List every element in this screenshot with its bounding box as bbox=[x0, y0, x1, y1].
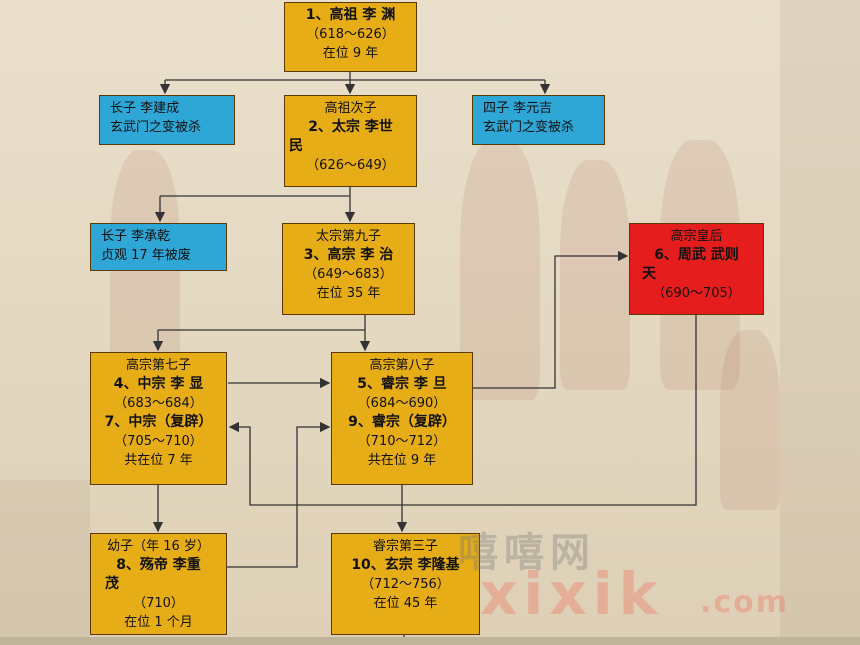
connector-line bbox=[227, 421, 331, 568]
node-relation: 太宗第九子 bbox=[315, 229, 381, 244]
node-yuanji: 四子 李元吉 玄武门之变被杀 bbox=[472, 95, 605, 145]
node-title: 1、高祖 李 渊 bbox=[305, 7, 396, 23]
watermark-cn: 嘻嘻网 bbox=[458, 530, 596, 576]
node-period: （712～756） bbox=[361, 577, 450, 592]
node-reign: 共在位 7 年 bbox=[124, 453, 193, 468]
node-reign: 在位 45 年 bbox=[373, 596, 438, 611]
node-period: （690～705） bbox=[652, 286, 741, 301]
node-period: （684～690） bbox=[357, 396, 447, 411]
node-title: 5、睿宗 李 旦 bbox=[357, 376, 447, 392]
node-title: 6、周武 武则 bbox=[654, 247, 739, 263]
node-title: 2、太宗 李世 bbox=[308, 119, 393, 135]
node-period: （710） bbox=[133, 596, 184, 611]
node-taizong: 高祖次子 2、太宗 李世 民 （626～649） bbox=[284, 95, 417, 187]
node-jiancheng: 长子 李建成 玄武门之变被杀 bbox=[99, 95, 235, 145]
node-relation: 幼子（年 16 岁） bbox=[107, 539, 210, 554]
node-reign: 在位 9 年 bbox=[322, 46, 379, 61]
bg-stripe bbox=[0, 480, 90, 640]
node-title: 10、玄宗 李隆基 bbox=[351, 557, 460, 573]
node-title: 3、高宗 李 治 bbox=[303, 247, 394, 263]
node-title-cont: 茂 bbox=[105, 576, 119, 592]
bg-figure bbox=[560, 160, 630, 390]
node-title: 8、殇帝 李重 bbox=[116, 557, 201, 573]
node-title-cont: 民 bbox=[289, 138, 303, 154]
node-gaozong: 太宗第九子 3、高宗 李 治 （649～683） 在位 35 年 bbox=[282, 223, 415, 315]
node-reign: 在位 1 个月 bbox=[124, 615, 193, 630]
node-relation: 高宗第八子 bbox=[369, 358, 435, 373]
node-period: （649～683） bbox=[304, 267, 393, 282]
node-period: （683～684） bbox=[114, 396, 203, 411]
node-note: 贞观 17 年被废 bbox=[101, 248, 191, 263]
bg-stripe bbox=[780, 0, 860, 645]
node-chengqian: 长子 李承乾 贞观 17 年被废 bbox=[90, 223, 227, 271]
node-title: 长子 李承乾 bbox=[101, 229, 171, 244]
node-reign: 共在位 9 年 bbox=[367, 453, 437, 468]
node-zhongzong: 高宗第七子 4、中宗 李 显 （683～684） 7、中宗（复辟） （705～7… bbox=[90, 352, 227, 485]
bg-figure bbox=[460, 140, 540, 400]
node-relation: 睿宗第三子 bbox=[372, 539, 438, 554]
node-title: 四子 李元吉 bbox=[483, 101, 553, 116]
watermark-domain: .com bbox=[700, 585, 790, 620]
node-title: 长子 李建成 bbox=[110, 101, 180, 116]
node-title: 4、中宗 李 显 bbox=[113, 376, 204, 392]
connector-line bbox=[473, 250, 629, 389]
node-gaozu: 1、高祖 李 渊 （618～626） 在位 9 年 bbox=[284, 2, 417, 72]
node-shangdi: 幼子（年 16 岁） 8、殇帝 李重 茂 （710） 在位 1 个月 bbox=[90, 533, 227, 635]
node-title-cont: 天 bbox=[642, 266, 656, 282]
node-period-restoration: （705～710） bbox=[114, 434, 203, 449]
node-ruizong: 高宗第八子 5、睿宗 李 旦 （684～690） 9、睿宗（复辟） （710～7… bbox=[331, 352, 473, 485]
node-period: （626～649） bbox=[306, 158, 395, 173]
bg-figure bbox=[720, 330, 780, 510]
node-note: 玄武门之变被杀 bbox=[110, 120, 202, 135]
node-wuzetian: 高宗皇后 6、周武 武则 天 （690～705） bbox=[629, 223, 764, 315]
connector-line bbox=[228, 315, 697, 506]
node-relation: 高宗皇后 bbox=[670, 229, 723, 244]
node-restoration: 7、中宗（复辟） bbox=[104, 414, 213, 430]
node-reign: 在位 35 年 bbox=[316, 286, 381, 301]
node-period-restoration: （710～712） bbox=[357, 434, 447, 449]
node-note: 玄武门之变被杀 bbox=[483, 120, 575, 135]
node-relation: 高祖次子 bbox=[324, 101, 377, 116]
bottom-band bbox=[0, 637, 860, 645]
node-xuanzong: 睿宗第三子 10、玄宗 李隆基 （712～756） 在位 45 年 bbox=[331, 533, 480, 635]
node-period: （618～626） bbox=[306, 27, 395, 42]
node-relation: 高宗第七子 bbox=[125, 358, 191, 373]
node-restoration: 9、睿宗（复辟） bbox=[348, 414, 456, 430]
watermark-latin: xixik bbox=[480, 560, 664, 628]
